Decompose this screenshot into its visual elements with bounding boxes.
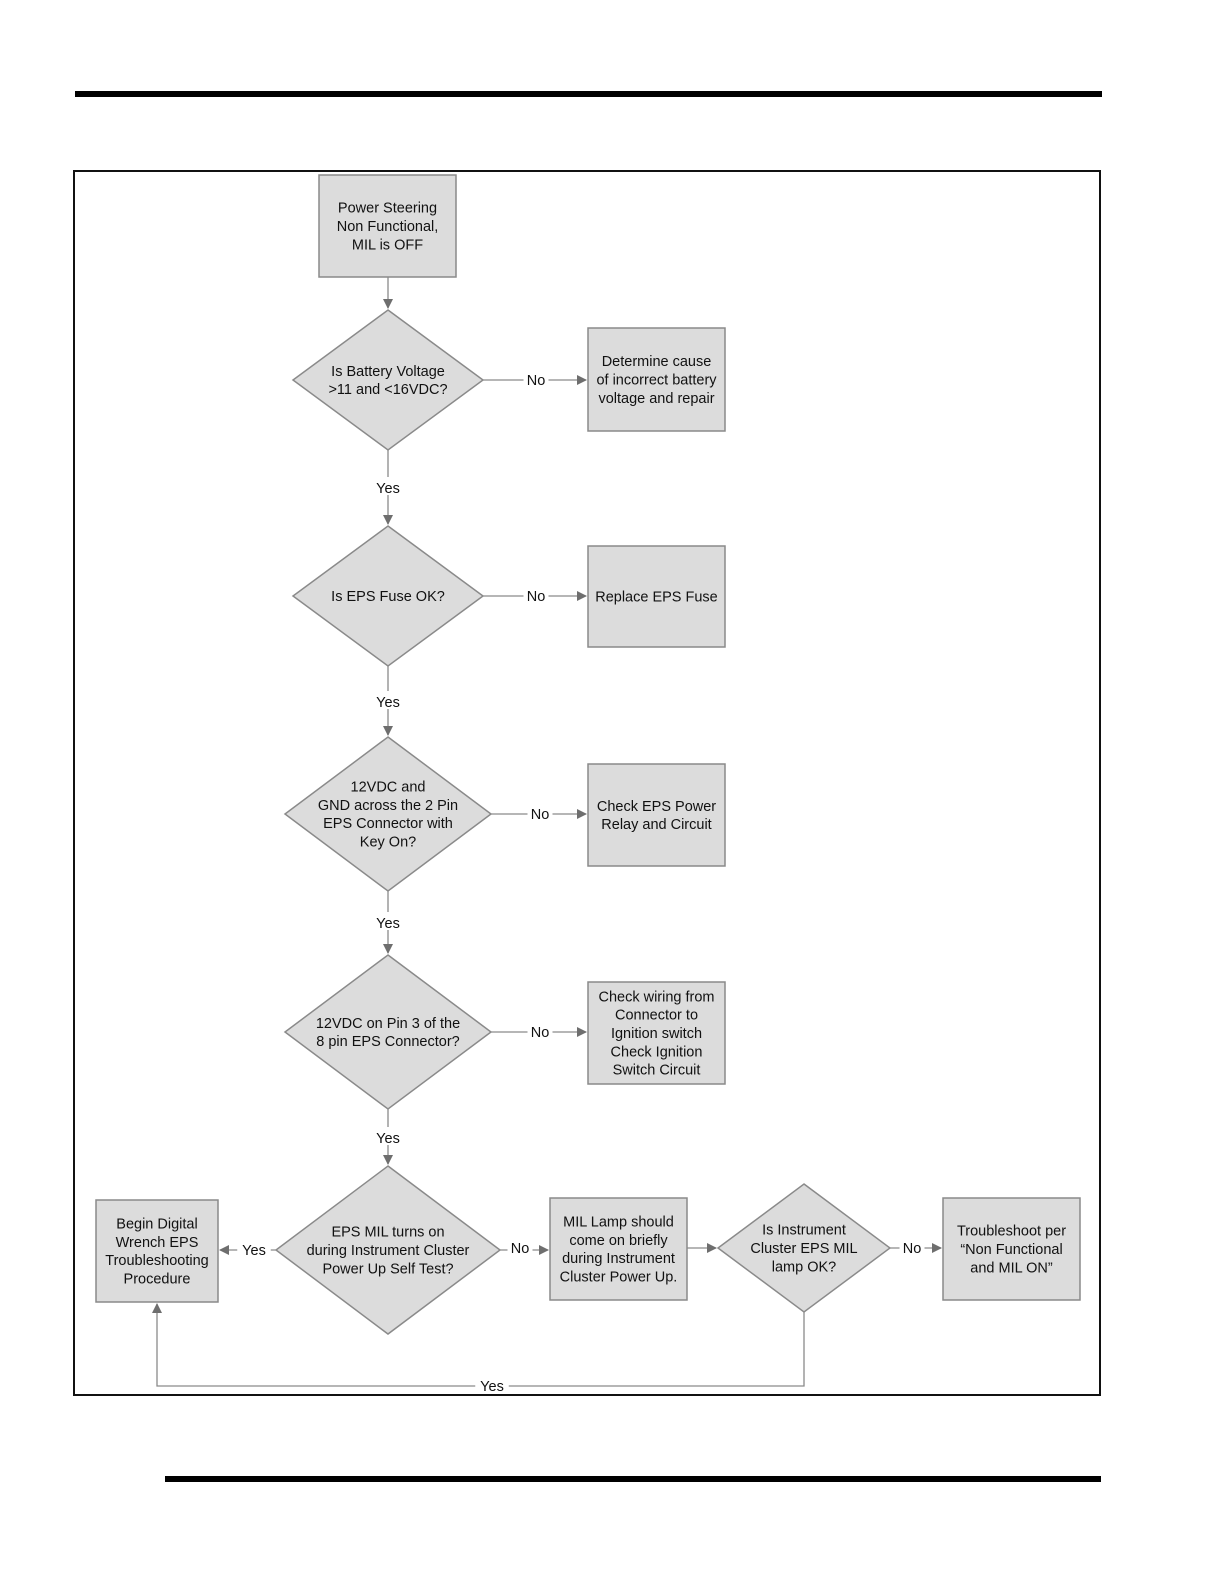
top-rule: [75, 91, 1102, 97]
process-box: [587, 327, 726, 432]
process-box: [318, 174, 457, 278]
process-box: [587, 545, 726, 648]
edge-label-d1_no: No: [527, 373, 546, 389]
bottom-rule: [165, 1476, 1101, 1482]
edge-label-d6_yes: Yes: [480, 1379, 504, 1395]
process-box: [942, 1197, 1081, 1301]
edge-label-bg: [899, 1237, 925, 1255]
process-box: [95, 1199, 219, 1303]
edge-label-bg: [527, 1021, 553, 1039]
edge-label-bg: [523, 369, 549, 387]
node-d2: Is EPS Fuse OK?: [291, 525, 485, 667]
decision-diamond: [291, 525, 485, 667]
edge-d6-begin: [152, 1303, 805, 1387]
decision-diamond: [274, 1165, 502, 1335]
edge-label-bg: [371, 1127, 405, 1145]
edge-label-d4_no: No: [531, 1025, 550, 1041]
edge-label-d3_no: No: [531, 807, 550, 823]
decision-diamond: [283, 954, 493, 1110]
edge-label-bg: [371, 912, 405, 930]
edge-label-d5_no: No: [511, 1241, 530, 1257]
decision-diamond: [291, 309, 485, 451]
edge-label-d5_yes: Yes: [242, 1243, 266, 1259]
edge-label-d4_yes: Yes: [376, 1131, 400, 1147]
edge-label-d3_yes: Yes: [376, 916, 400, 932]
edge-label-bg: [237, 1239, 271, 1257]
node-r2: Replace EPS Fuse: [587, 545, 726, 648]
process-box: [549, 1197, 688, 1301]
node-d1: Is Battery Voltage>11 and <16VDC?: [291, 309, 485, 451]
edge-label-d2_no: No: [527, 589, 546, 605]
node-label: Is Battery Voltage>11 and <16VDC?: [328, 364, 447, 398]
decision-diamond: [716, 1183, 892, 1313]
node-label: Replace EPS Fuse: [595, 590, 718, 606]
node-label: Is EPS Fuse OK?: [331, 589, 445, 605]
edge-label-d1_yes: Yes: [376, 481, 400, 497]
edge-label-bg: [527, 803, 553, 821]
edge-label-bg: [507, 1237, 533, 1255]
edge-label-d2_yes: Yes: [376, 695, 400, 711]
diagram-frame: [73, 170, 1101, 1396]
process-box: [587, 763, 726, 867]
edge-label-bg: [371, 691, 405, 709]
process-box: [587, 981, 726, 1085]
decision-diamond: [283, 736, 493, 892]
edge-label-bg: [475, 1375, 509, 1393]
edge-label-d6_no: No: [903, 1241, 922, 1257]
edge-label-bg: [371, 477, 405, 495]
edge-label-bg: [523, 585, 549, 603]
